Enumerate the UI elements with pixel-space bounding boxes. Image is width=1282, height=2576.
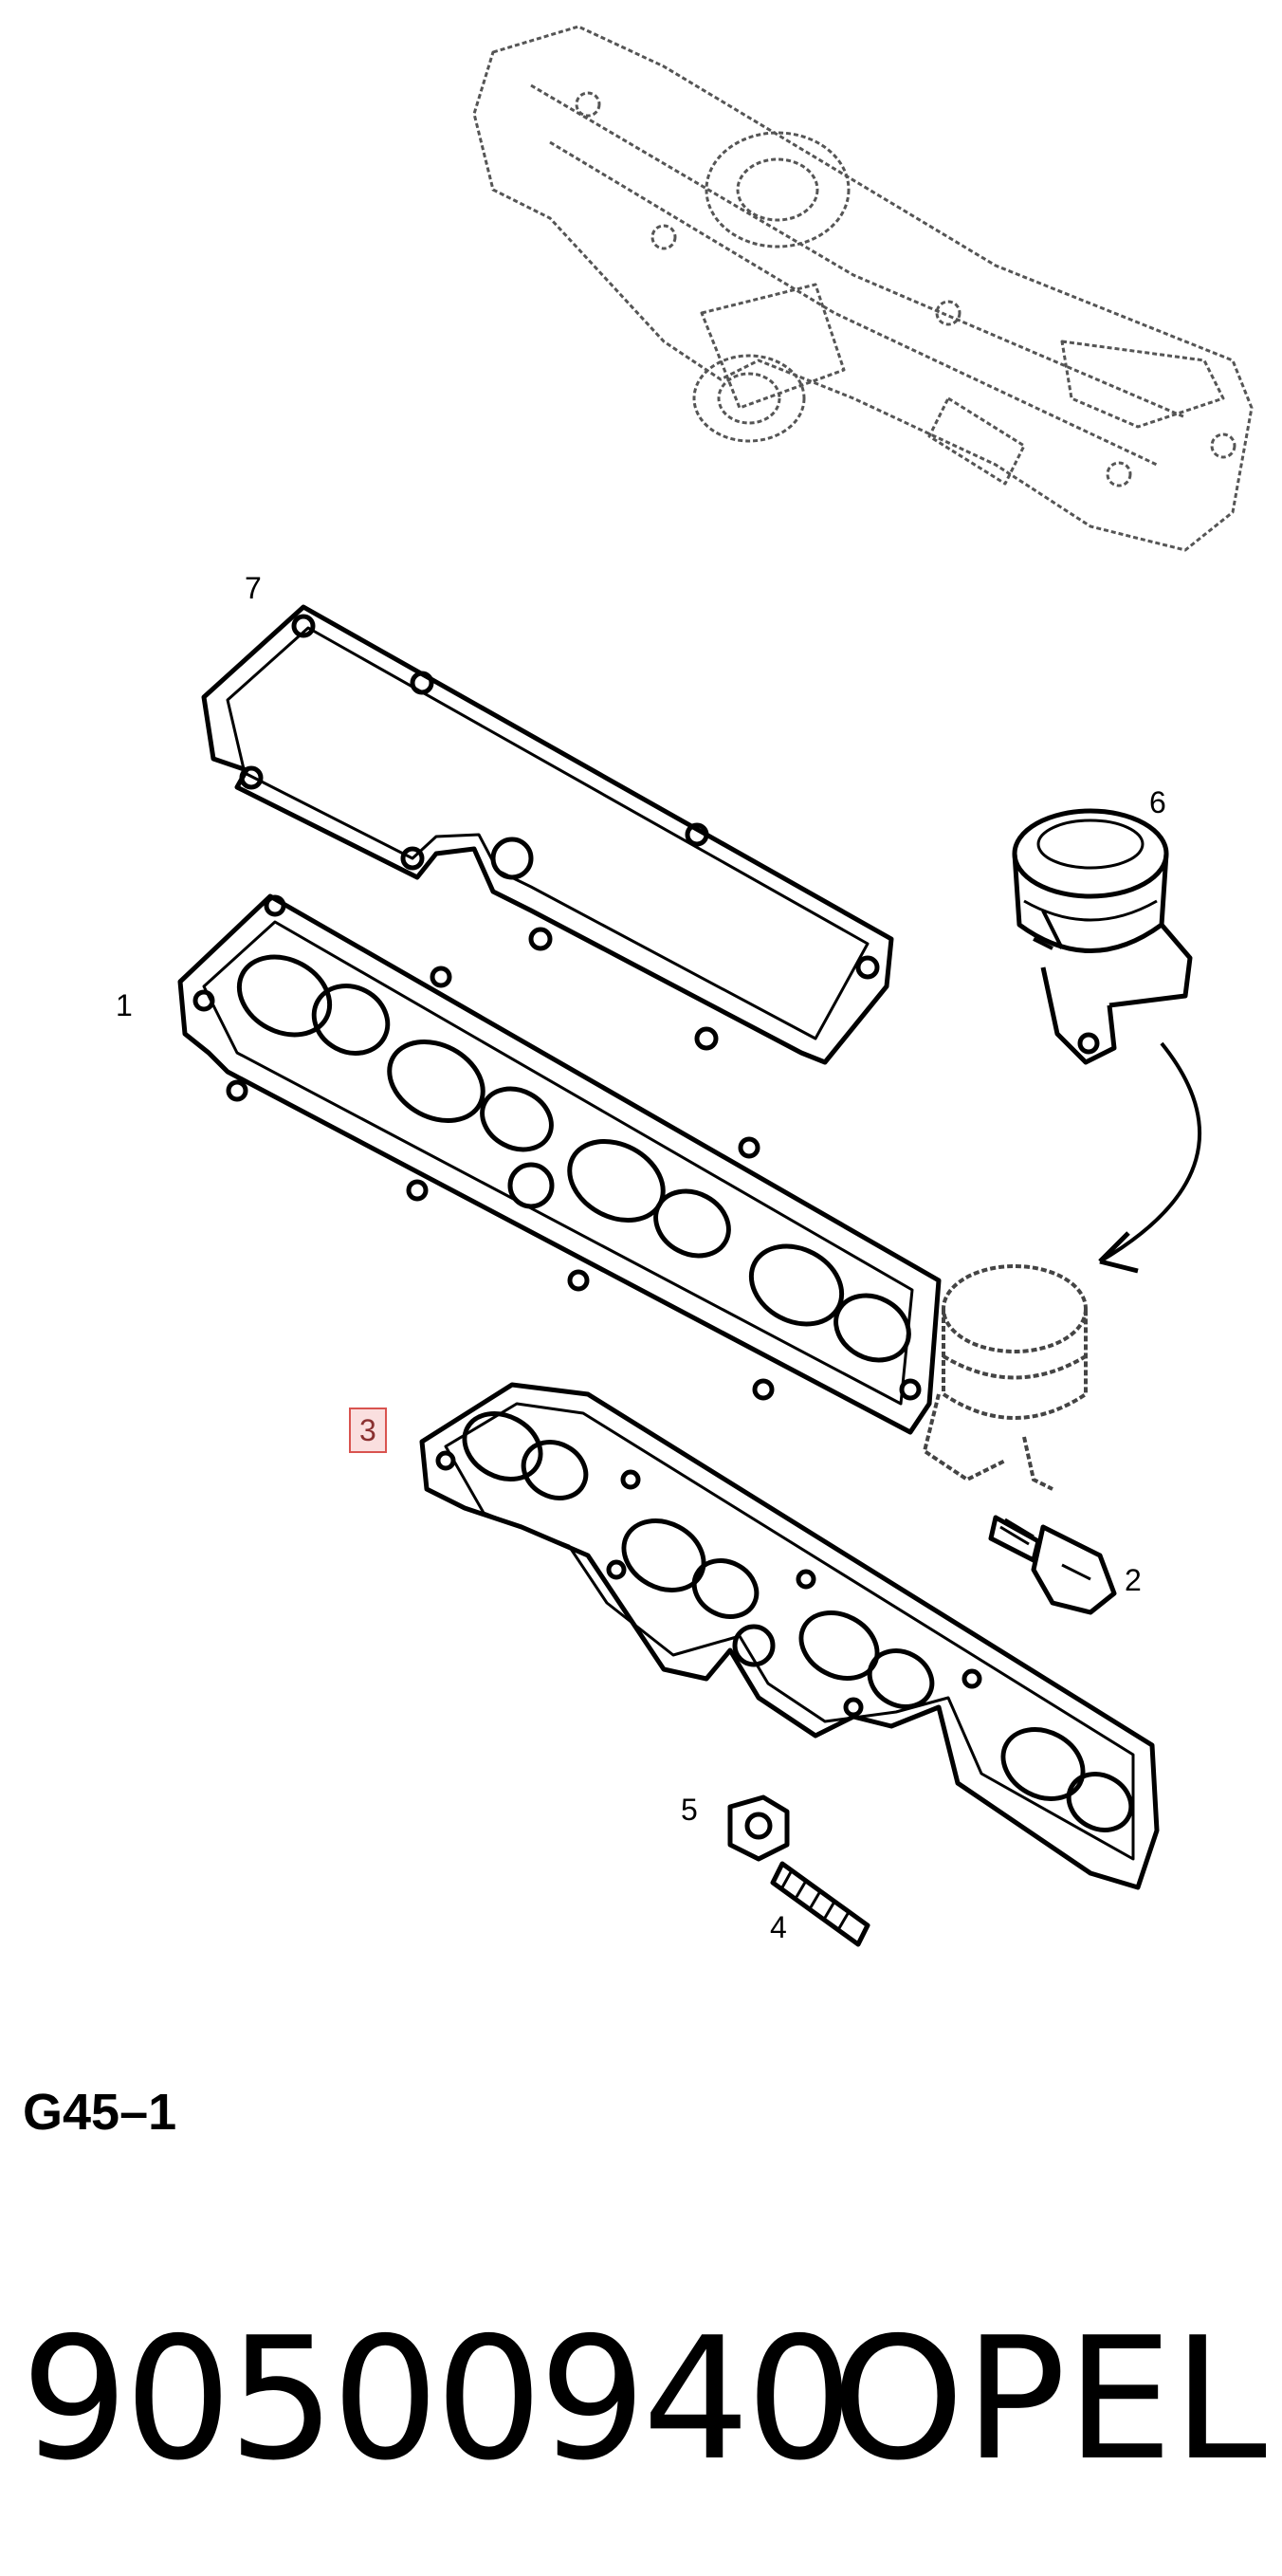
callout-5[interactable]: 5 [681, 1793, 698, 1827]
brand-name: OPEL [831, 2301, 1267, 2497]
callout-7[interactable]: 7 [245, 571, 262, 605]
callout-1[interactable]: 1 [116, 988, 133, 1022]
callout-6[interactable]: 6 [1149, 785, 1166, 819]
stud-4-drawing [770, 1861, 870, 1947]
gasket-1-ports [236, 954, 911, 1363]
nut-5-drawing [727, 1794, 790, 1862]
installed-actuator-drawing [922, 1264, 1088, 1491]
install-arrow [1098, 1041, 1202, 1274]
exploded-parts-diagram [177, 25, 1254, 1947]
intake-manifold-drawing [472, 25, 1254, 552]
gasket-3-ports [462, 1411, 1134, 1832]
callout-3[interactable]: 3 [349, 1408, 387, 1453]
diagram-code: G45–1 [23, 2084, 177, 2141]
callout-2[interactable]: 2 [1125, 1563, 1142, 1597]
gasket-7-drawing [201, 604, 894, 1065]
actuator-6-drawing [1012, 808, 1193, 1065]
bolt-2-drawing [988, 1515, 1117, 1615]
gasket-1-drawing [177, 893, 942, 1435]
part-number: 90500940 [21, 2301, 853, 2497]
gasket-3-drawing [419, 1382, 1160, 1890]
callout-4[interactable]: 4 [770, 1910, 787, 1944]
